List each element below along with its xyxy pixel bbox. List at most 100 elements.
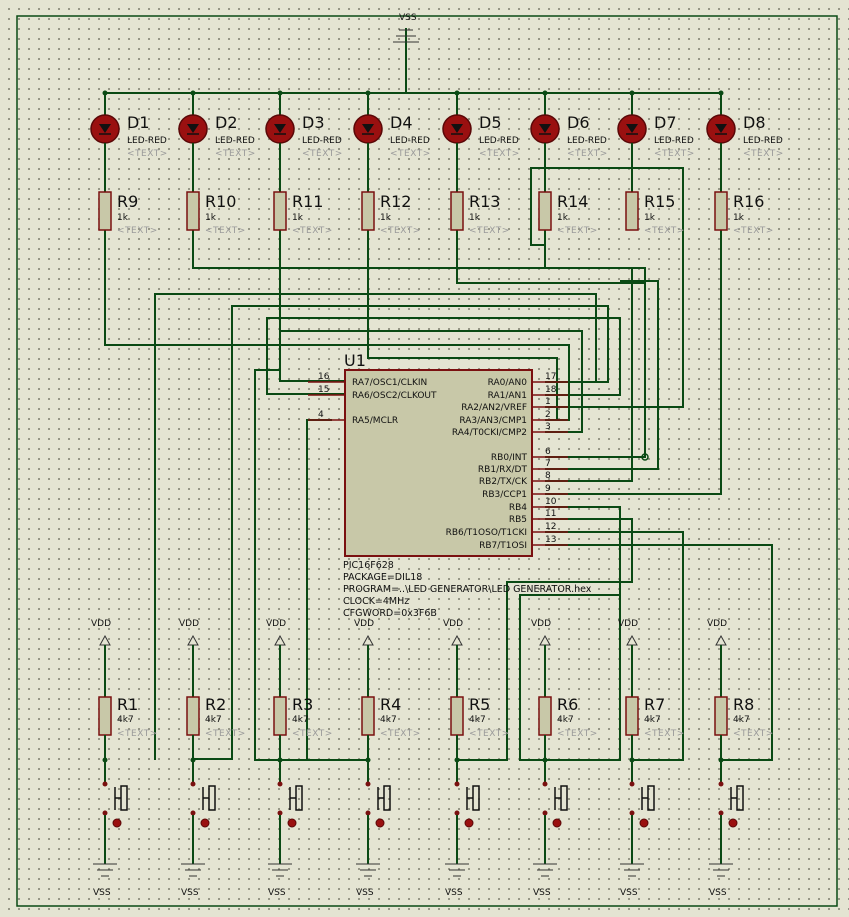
resistor-text: <TEXT>	[205, 226, 246, 236]
led-ref: D5	[479, 113, 502, 132]
resistor-value: 1k	[117, 213, 129, 223]
led-text: <TEXT>	[567, 149, 608, 159]
mcu-info-line: CLOCK=4MHz	[343, 596, 409, 607]
vdd-terminal: VDD	[91, 619, 111, 646]
mcu-u1[interactable]: U1	[344, 351, 533, 557]
pin-name: RA3/AN3/CMP1	[459, 416, 527, 426]
push-button-6[interactable]	[542, 781, 568, 828]
led-value: LED-RED	[127, 136, 167, 146]
resistor-ref: R16	[733, 192, 764, 211]
pin-number: 4	[318, 410, 324, 420]
pin-number: 15	[318, 385, 329, 395]
vdd-terminal: VDD	[707, 619, 727, 646]
push-button-7[interactable]	[629, 781, 655, 828]
column-7: D7LED-RED<TEXT>R151k<TEXT>VDDR74k7<TEXT>…	[617, 90, 695, 898]
top-vss-label: VSS	[399, 13, 417, 23]
pullup-ref: R3	[292, 695, 313, 714]
led-text: <TEXT>	[215, 149, 256, 159]
vss-label: VSS	[445, 888, 463, 898]
led-value: LED-RED	[654, 136, 694, 146]
push-button-5[interactable]	[454, 781, 480, 828]
vdd-label: VDD	[707, 619, 727, 629]
resistor-value: 1k	[205, 213, 217, 223]
led-ref: D1	[127, 113, 150, 132]
mcu-wiring	[104, 167, 773, 761]
vdd-label: VDD	[354, 619, 374, 629]
resistor-text: <TEXT>	[469, 226, 510, 236]
pullup-ref: R8	[733, 695, 754, 714]
resistor-ref: R10	[205, 192, 236, 211]
led-value: LED-RED	[743, 136, 783, 146]
push-button-8[interactable]	[718, 781, 744, 828]
pullup-ref: R1	[117, 695, 138, 714]
push-button-2[interactable]	[190, 781, 216, 828]
led-ref: D8	[743, 113, 766, 132]
resistor-ref: R14	[557, 192, 588, 211]
pin-number: 8	[545, 471, 551, 481]
led-ref: D6	[567, 113, 590, 132]
pullup-value: 4k7	[380, 715, 397, 725]
vdd-label: VDD	[618, 619, 638, 629]
resistor-r10[interactable]: R10 1k <TEXT>	[186, 191, 246, 236]
led-text: <TEXT>	[654, 149, 695, 159]
vdd-label: VDD	[266, 619, 286, 629]
pin-number: 6	[545, 447, 551, 457]
resistor-value: 1k	[557, 213, 569, 223]
vdd-label: VDD	[443, 619, 463, 629]
resistor-ref: R9	[117, 192, 138, 211]
vss-label: VSS	[268, 888, 286, 898]
pin-number: 16	[318, 372, 330, 382]
resistor-text: <TEXT>	[380, 226, 421, 236]
pin-name: RA2/AN2/VREF	[461, 403, 527, 413]
pin-number: 9	[545, 484, 551, 494]
vss-label: VSS	[709, 888, 727, 898]
led-value: LED-RED	[302, 136, 342, 146]
push-button-4[interactable]	[365, 781, 391, 828]
pullup-value: 4k7	[117, 715, 134, 725]
vss-label: VSS	[356, 888, 374, 898]
resistor-value: 1k	[644, 213, 656, 223]
led-text: <TEXT>	[127, 149, 168, 159]
push-button-1[interactable]	[102, 781, 128, 828]
mcu-ref: U1	[344, 351, 366, 370]
pin-name: RA5/MCLR	[352, 416, 398, 426]
push-button-3[interactable]	[277, 781, 303, 828]
resistor-ref: R12	[380, 192, 411, 211]
pin-name: RB2/TX/CK	[479, 477, 528, 487]
pullup-ref: R2	[205, 695, 226, 714]
pin-name: RA6/OSC2/CLKOUT	[352, 391, 437, 401]
pin-number: 11	[545, 509, 556, 519]
vss-label: VSS	[620, 888, 638, 898]
